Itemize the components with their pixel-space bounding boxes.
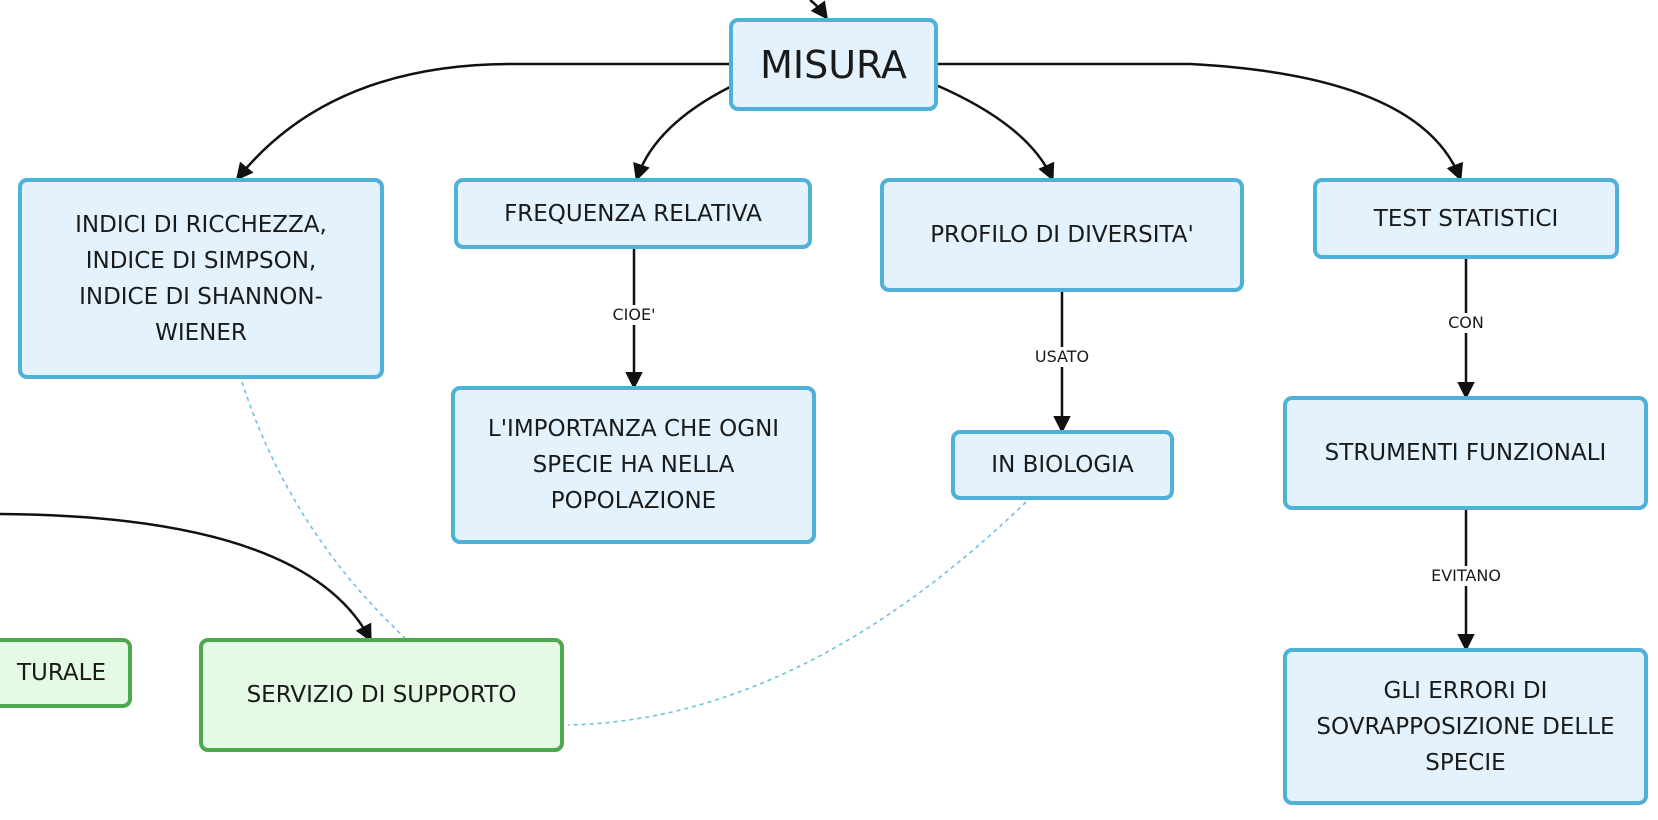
link-label-cioe: CIOE' [610, 305, 658, 325]
node-strumenti[interactable]: STRUMENTI FUNZIONALI [1283, 396, 1648, 510]
node-importanza-text: L'IMPORTANZA CHE OGNI SPECIE HA NELLA PO… [487, 416, 780, 514]
link-label-evitano: EVITANO [1429, 566, 1503, 586]
link-label-con: CON [1446, 313, 1486, 333]
connector-into-misura [809, 0, 829, 20]
node-frequenza-text: FREQUENZA RELATIVA [504, 200, 762, 227]
node-misura[interactable]: MISURA [729, 18, 938, 111]
node-errori[interactable]: GLI ERRORI DI SOVRAPPOSIZIONE DELLE SPEC… [1283, 648, 1648, 805]
connector-misura-frequenza [633, 85, 731, 182]
node-test[interactable]: TEST STATISTICI [1313, 178, 1619, 259]
link-label-usato: USATO [1032, 347, 1092, 367]
node-turale-text: TURALE [16, 660, 106, 686]
node-indici-text: INDICI DI RICCHEZZA, INDICE DI SIMPSON, … [75, 211, 327, 346]
node-profilo-text: PROFILO DI DIVERSITA' [930, 222, 1194, 248]
node-indici[interactable]: INDICI DI RICCHEZZA, INDICE DI SIMPSON, … [18, 178, 384, 379]
connector-left-servizio [0, 512, 372, 643]
dotted-biologia-servizio [567, 501, 1027, 726]
node-turale[interactable]: TURALE [0, 638, 132, 708]
dotted-connectors [241, 381, 1027, 726]
connector-misura-profilo [935, 83, 1055, 182]
node-importanza[interactable]: L'IMPORTANZA CHE OGNI SPECIE HA NELLA PO… [451, 386, 816, 544]
node-test-text: TEST STATISTICI [1373, 205, 1559, 232]
node-servizio-text: SERVIZIO DI SUPPORTO [246, 682, 517, 708]
node-servizio[interactable]: SERVIZIO DI SUPPORTO [199, 638, 564, 752]
node-profilo[interactable]: PROFILO DI DIVERSITA' [880, 178, 1244, 292]
node-errori-text: GLI ERRORI DI SOVRAPPOSIZIONE DELLE SPEC… [1316, 677, 1615, 776]
node-strumenti-text: STRUMENTI FUNZIONALI [1324, 440, 1607, 466]
connector-misura-indici [235, 62, 730, 181]
node-frequenza[interactable]: FREQUENZA RELATIVA [454, 178, 812, 249]
node-misura-text: MISURA [760, 42, 907, 87]
dotted-indici-servizio [241, 381, 406, 639]
connector-misura-test [936, 62, 1464, 182]
node-biologia[interactable]: IN BIOLOGIA [951, 430, 1174, 500]
node-biologia-text: IN BIOLOGIA [991, 452, 1134, 478]
